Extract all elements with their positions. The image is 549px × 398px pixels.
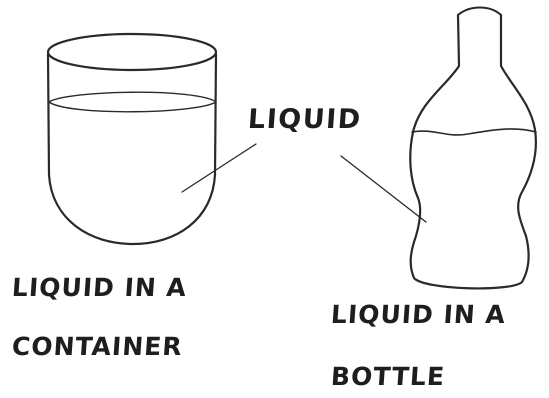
bottle-cap-rim: [458, 8, 501, 16]
bottle-caption-line-2: BOTTLE: [330, 364, 446, 389]
glass-rim: [48, 34, 216, 70]
bottle-liquid-surface: [412, 129, 536, 135]
glass-body-outline: [48, 54, 216, 244]
bottle-outline: [410, 15, 536, 288]
container-caption-line-1: LIQUID IN A: [11, 275, 188, 300]
glass-liquid-surface: [49, 92, 216, 112]
bottle-container: [410, 8, 536, 289]
pointer-line-to-bottle: [341, 156, 426, 222]
container-caption-line-2: CONTAINER: [11, 334, 183, 359]
pointer-line-to-glass: [182, 144, 256, 192]
liquid-label: LIQUID: [247, 106, 362, 133]
bottle-caption-line-1: LIQUID IN A: [330, 302, 507, 327]
glass-container: [48, 34, 216, 244]
